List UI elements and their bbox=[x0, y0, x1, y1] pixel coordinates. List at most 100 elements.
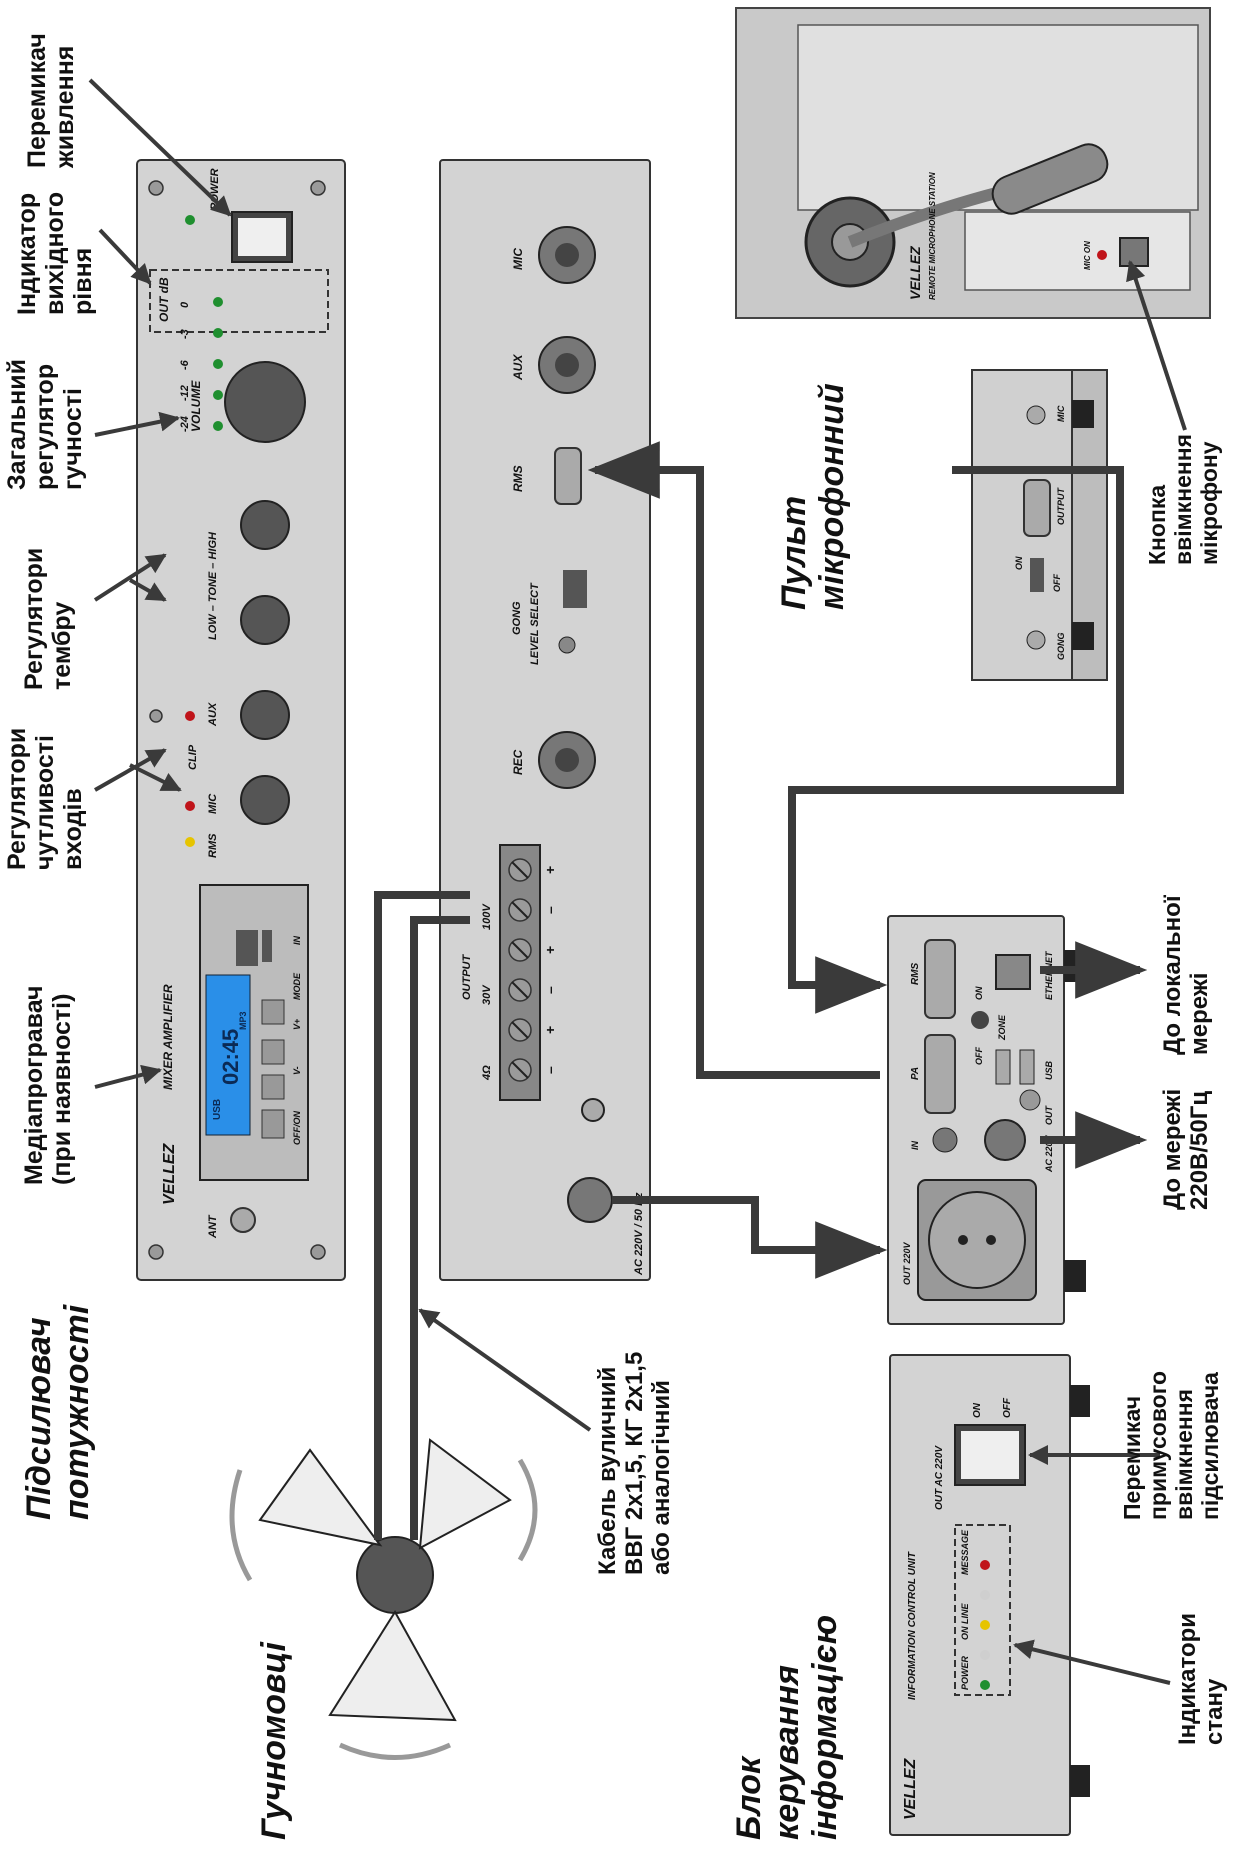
caption-tone-1: Регулятори bbox=[20, 548, 48, 690]
caption-input-sensitivity-2: чутливості bbox=[31, 735, 59, 870]
volume-knob[interactable] bbox=[224, 361, 306, 443]
icu-out220-label: OUT 220V bbox=[902, 1241, 912, 1285]
next-button[interactable] bbox=[261, 999, 285, 1025]
caption-output-indicator-3: рівня bbox=[69, 248, 97, 315]
online-led bbox=[980, 1620, 990, 1630]
level-label: -12 bbox=[179, 385, 191, 401]
icu-pa-label: PA bbox=[910, 1067, 921, 1080]
caption-mains-2: 220В/50Гц bbox=[1186, 1091, 1213, 1210]
caption-lan: До локальної мережі bbox=[1159, 889, 1213, 1055]
ant-label: ANT bbox=[207, 1214, 219, 1239]
caption-power-switch: Перемикач живлення bbox=[23, 26, 79, 169]
icu-rms-label: RMS bbox=[910, 962, 921, 985]
caption-cable-3: або аналогічний bbox=[648, 1380, 675, 1575]
caption-output-indicator: Індикатор вихідного рівня bbox=[13, 185, 97, 315]
mic-station-rear: MIC OUTPUT ON OFF GONG bbox=[971, 369, 1108, 681]
ac-inlet[interactable] bbox=[567, 1177, 613, 1223]
caption-master-volume-2: регулятор bbox=[31, 364, 59, 490]
level-select-dip[interactable] bbox=[563, 570, 587, 608]
icu-usb-1[interactable] bbox=[995, 1049, 1011, 1085]
sign-label: + bbox=[542, 946, 558, 954]
caption-force-switch-1: Перемикач bbox=[1119, 1396, 1145, 1520]
caption-cable-2: ВВГ 2х1,5, КГ 2х1,5 bbox=[621, 1352, 648, 1575]
output-sign-labels: +–+–+– bbox=[542, 866, 558, 1074]
bass-knob[interactable] bbox=[240, 595, 290, 645]
caption-tone-2: тембру bbox=[48, 602, 76, 690]
caption-status-1: Індикатори bbox=[1174, 1613, 1201, 1745]
caption-power-switch-2: живлення bbox=[51, 46, 79, 169]
mode-label: MODE bbox=[292, 972, 302, 1000]
prev-button[interactable] bbox=[261, 1074, 285, 1100]
aux-label: AUX bbox=[207, 702, 219, 727]
gong-trimmer-station[interactable] bbox=[1026, 630, 1046, 650]
caption-force-switch-3: ввімкнення bbox=[1171, 1389, 1197, 1520]
caption-master-volume-1: Загальний bbox=[3, 359, 31, 490]
speaker-horn-3 bbox=[328, 1610, 457, 1722]
speaker-horn-2 bbox=[418, 1438, 512, 1550]
caption-mic-console-2: мікрофонний bbox=[813, 383, 851, 610]
vol-down-button[interactable] bbox=[261, 1039, 285, 1065]
output-tap-labels: 100V 30V 4Ω bbox=[481, 903, 493, 1081]
vplus-label: V+ bbox=[292, 1018, 302, 1030]
level-led bbox=[213, 297, 223, 307]
rms-led bbox=[185, 837, 195, 847]
icu-in-socket[interactable] bbox=[932, 1127, 958, 1153]
level-label: -6 bbox=[179, 359, 191, 370]
sign-label: + bbox=[542, 866, 558, 874]
card-slot[interactable] bbox=[262, 930, 272, 962]
rear-aux-label: AUX bbox=[511, 354, 525, 381]
gong-trimmer[interactable] bbox=[558, 636, 576, 654]
caption-mic-button-2: ввімкнення bbox=[1170, 434, 1196, 565]
offon-switch[interactable] bbox=[261, 1109, 285, 1139]
mic-clip-led bbox=[185, 801, 195, 811]
mic-trimmer[interactable] bbox=[1026, 405, 1046, 425]
gong-label: GONG bbox=[511, 601, 523, 635]
level-led bbox=[213, 328, 223, 338]
station-off-label: OFF bbox=[1052, 574, 1062, 592]
ethernet-port[interactable] bbox=[995, 954, 1031, 990]
treble-knob[interactable] bbox=[240, 500, 290, 550]
annotation-arrows bbox=[88, 78, 1187, 1685]
icu-out-socket[interactable] bbox=[1019, 1089, 1041, 1111]
tap-label: 4Ω bbox=[481, 1065, 493, 1081]
media-display bbox=[205, 974, 251, 1136]
caption-input-sensitivity-3: входів bbox=[59, 788, 87, 870]
rms-port[interactable] bbox=[554, 447, 582, 505]
in-label: IN bbox=[292, 935, 302, 945]
rear-mic-label: MIC bbox=[511, 248, 525, 270]
tap-label: 100V bbox=[481, 903, 493, 930]
ground-terminal[interactable] bbox=[581, 1098, 605, 1122]
gong-switch[interactable] bbox=[1030, 558, 1044, 592]
display-mp3: MP3 bbox=[238, 1011, 248, 1030]
speakers-cluster bbox=[229, 1438, 538, 1760]
icu-ac-inlet[interactable] bbox=[984, 1119, 1026, 1161]
output-terminal bbox=[499, 844, 541, 1101]
sign-label: – bbox=[542, 1066, 558, 1074]
caption-control-unit: Блок керування інформацією bbox=[730, 1615, 844, 1840]
icu-pa-port[interactable] bbox=[924, 1034, 956, 1114]
caption-master-volume: Загальний регулятор гучності bbox=[3, 352, 87, 490]
usb-port[interactable] bbox=[236, 930, 258, 966]
caption-force-switch-2: примусового bbox=[1145, 1371, 1171, 1520]
mic-on-button[interactable] bbox=[1119, 237, 1149, 267]
output-label: OUTPUT bbox=[461, 954, 473, 1001]
icu-usb-2[interactable] bbox=[1019, 1049, 1035, 1085]
mic-gain-knob[interactable] bbox=[240, 775, 290, 825]
caption-tone: Регулятори тембру bbox=[20, 541, 76, 690]
mic-station-top: VELLEZ REMOTE MICROPHONE STATION MIC ON bbox=[735, 7, 1211, 319]
station-output-port[interactable] bbox=[1023, 479, 1051, 537]
aux-gain-knob[interactable] bbox=[240, 690, 290, 740]
amp-brand: VELLEZ bbox=[161, 1142, 178, 1205]
tone-label: LOW – TONE – HIGH bbox=[207, 531, 219, 640]
mic-station-title: REMOTE MICROPHONE STATION bbox=[928, 172, 937, 300]
zone-switch[interactable] bbox=[971, 1011, 989, 1029]
icu-rms-port[interactable] bbox=[924, 939, 956, 1019]
icu-front-panel: VELLEZ INFORMATION CONTROL UNIT OUT AC 2… bbox=[889, 1354, 1090, 1836]
caption-control-unit-1: Блок bbox=[730, 1755, 768, 1840]
output-level-box bbox=[149, 269, 329, 333]
tap-label: 30V bbox=[481, 984, 493, 1005]
speaker-horn-1 bbox=[258, 1448, 383, 1547]
antenna-jack[interactable] bbox=[230, 1207, 256, 1233]
